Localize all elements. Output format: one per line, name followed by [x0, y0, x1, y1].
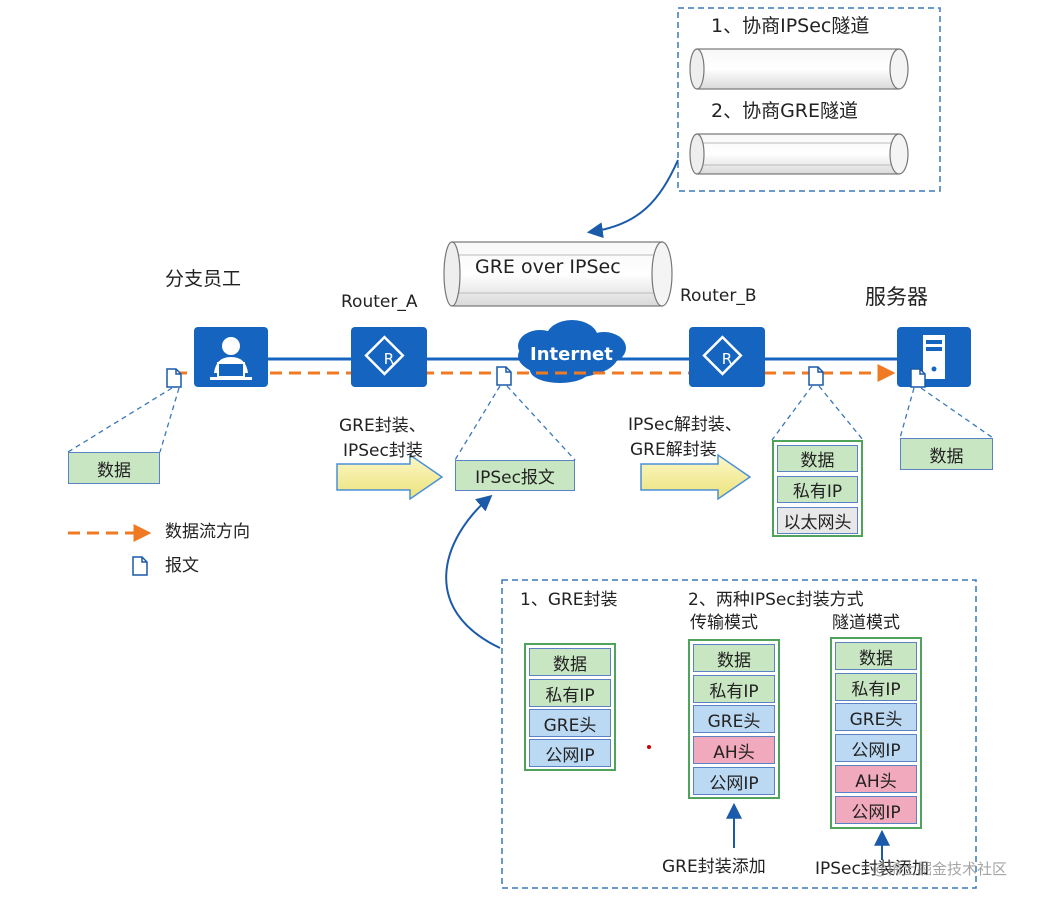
decap-stack-data: 数据 — [777, 445, 858, 472]
encapsulation-box — [501, 579, 977, 889]
ipsec-modes-title: 2、两种IPSec封装方式 — [688, 590, 864, 610]
ipsec-packet-box: IPSec报文 — [455, 460, 575, 491]
transport-stack-gre-header: GRE头 — [693, 705, 775, 733]
server-device — [897, 327, 971, 387]
router-a-label: Router_A — [341, 292, 418, 312]
gre-stack-private-ip: 私有IP — [529, 679, 611, 707]
watermark: @稀土掘金技术社区 — [872, 860, 1008, 878]
gre-encap-title: 1、GRE封装 — [520, 590, 618, 610]
encap-label-line1: GRE封装、 — [339, 416, 426, 436]
negotiate-ipsec-label: 1、协商IPSec隧道 — [711, 15, 870, 37]
tunnel-stack-private-ip: 私有IP — [835, 673, 917, 701]
transport-stack-data: 数据 — [693, 644, 775, 672]
internet-cloud-icon — [518, 320, 626, 383]
negotiate-gre-label: 2、协商GRE隧道 — [711, 100, 859, 122]
stray-dot — [647, 745, 651, 749]
server-label: 服务器 — [865, 285, 928, 309]
negotiation-arrow — [586, 159, 679, 239]
gre-added-label: GRE封装添加 — [662, 857, 766, 877]
server-icon — [923, 335, 945, 379]
employee-data-box: 数据 — [68, 452, 160, 484]
svg-text:R: R — [384, 350, 394, 368]
ipsec-tunnel-pipe — [689, 48, 909, 90]
encap-label-line2: IPSec封装 — [343, 441, 423, 461]
decap-arrow-icon — [640, 453, 752, 501]
tunnel-stack-data: 数据 — [835, 642, 917, 670]
employee-device — [194, 327, 268, 387]
decap-stack: 数据 私有IP 以太网头 — [772, 440, 863, 537]
decap-label-line2: GRE解封装 — [630, 440, 717, 460]
employee-label: 分支员工 — [165, 268, 242, 290]
negotiation-box — [677, 7, 941, 192]
router-b-label: Router_B — [680, 286, 757, 306]
user-computer-icon — [210, 337, 252, 380]
legend-packet-label: 报文 — [165, 556, 199, 576]
encap-arrow-icon — [336, 453, 444, 501]
gre-over-ipsec-pipe — [443, 241, 673, 307]
tunnel-stack: 数据 私有IP GRE头 公网IP AH头 公网IP — [830, 637, 922, 829]
router-a-device: R — [351, 327, 427, 387]
gre-stack-public-ip: 公网IP — [529, 739, 611, 767]
transport-stack-private-ip: 私有IP — [693, 675, 775, 703]
packet-icon — [910, 368, 926, 388]
legend-flow-label: 数据流方向 — [165, 522, 250, 542]
encapsulation-arrow — [445, 494, 501, 649]
packet-icon — [808, 366, 824, 386]
ipsec-added-label: IPSec封装添加 — [815, 859, 929, 879]
gre-stack-gre-header: GRE头 — [529, 709, 611, 737]
decap-stack-private-ip: 私有IP — [777, 476, 858, 503]
router-icon: R — [702, 335, 743, 376]
legend-packet-icon — [132, 556, 148, 576]
packet-icon — [166, 368, 182, 388]
transport-stack: 数据 私有IP GRE头 AH头 公网IP — [688, 639, 780, 799]
transport-mode-title: 传输模式 — [690, 613, 758, 633]
tunnel-stack-inner-public-ip: 公网IP — [835, 734, 917, 762]
router-b-device: R — [689, 327, 765, 387]
decap-stack-ethernet-header: 以太网头 — [777, 507, 858, 534]
transport-stack-ah-header: AH头 — [693, 736, 775, 764]
svg-text:R: R — [722, 350, 732, 368]
tunnel-stack-ah-header: AH头 — [835, 765, 917, 793]
server-data-box: 数据 — [900, 438, 993, 470]
zoom-lines — [67, 385, 994, 461]
gre-tunnel-pipe — [689, 133, 909, 175]
decap-label-line1: IPSec解封装、 — [628, 415, 742, 435]
tunnel-label: GRE over IPSec — [475, 256, 621, 278]
router-icon: R — [364, 335, 405, 376]
tunnel-mode-title: 隧道模式 — [832, 613, 900, 633]
packet-icon — [496, 366, 512, 386]
gre-stack-data: 数据 — [529, 648, 611, 676]
tunnel-stack-gre-header: GRE头 — [835, 703, 917, 731]
tunnel-stack-outer-public-ip: 公网IP — [835, 796, 917, 824]
gre-stack: 数据 私有IP GRE头 公网IP — [524, 643, 616, 771]
transport-stack-public-ip: 公网IP — [693, 767, 775, 795]
internet-label: Internet — [530, 344, 613, 365]
